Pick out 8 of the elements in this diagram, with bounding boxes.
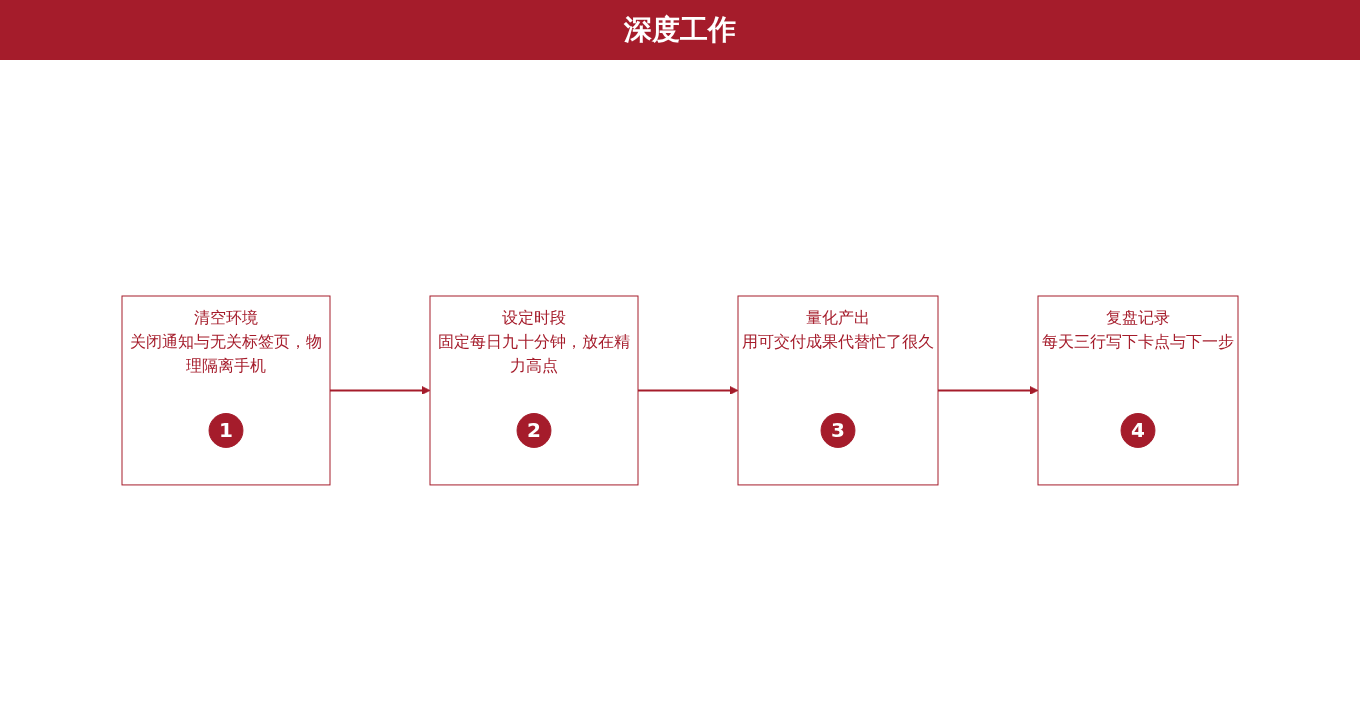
node-circle: 2	[516, 412, 552, 448]
node-circle: 4	[1120, 412, 1156, 448]
node-circle: 1	[208, 412, 244, 448]
arrow	[937, 385, 1039, 395]
title: 深度工作	[624, 12, 736, 48]
arrow	[329, 385, 431, 395]
arrow	[637, 385, 739, 395]
node-circle: 3	[820, 412, 856, 448]
